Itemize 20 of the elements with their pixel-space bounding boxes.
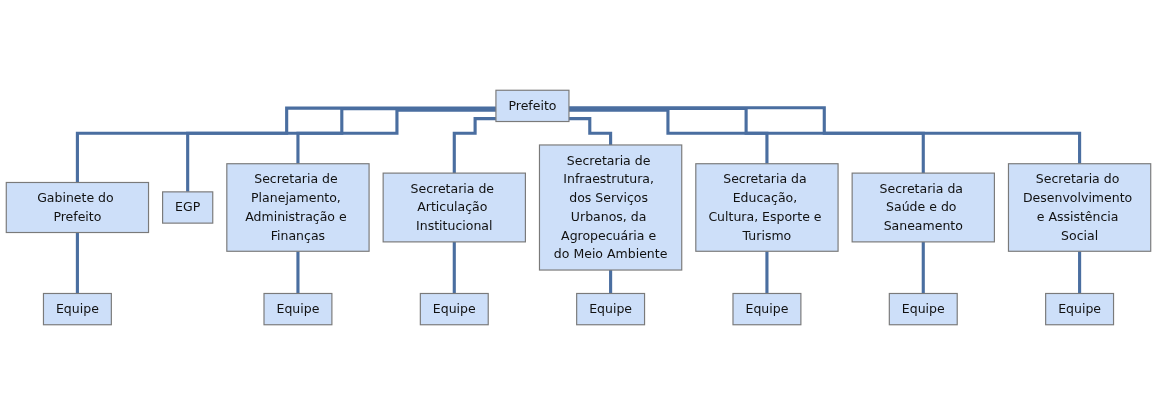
node-box: Gabinete do Prefeito [5, 181, 150, 233]
node-box: Equipe [419, 292, 489, 325]
node-box: Secretaria da Educação, Cultura, Esporte e Turismo [695, 162, 839, 252]
node-box: Equipe [1045, 292, 1115, 325]
node-box: Equipe [42, 292, 112, 325]
connector [296, 108, 496, 165]
node-box: Equipe [888, 292, 958, 325]
node-box: Equipe [263, 292, 333, 325]
connector [186, 106, 496, 193]
node-box: Secretaria de Articulação Institucional [382, 172, 526, 242]
node-box: Secretaria de Planejamento, Administração e Finanças [226, 162, 370, 252]
connector [568, 105, 1082, 165]
node-box: EGP [162, 190, 214, 224]
node-box: Equipe [732, 292, 802, 325]
node-box: Equipe [576, 292, 646, 325]
connector [568, 108, 769, 165]
node-box: Secretaria de Infraestrutura, dos Serviços Urbanos, da Agropecuária e do Meio Ambiente [538, 143, 683, 271]
node-box: Secretaria do Desenvolvimento e Assistência Social [1007, 162, 1152, 252]
node-box: Secretaria da Saúde e do Saneamento [851, 172, 995, 242]
node-box: Prefeito [495, 89, 570, 122]
